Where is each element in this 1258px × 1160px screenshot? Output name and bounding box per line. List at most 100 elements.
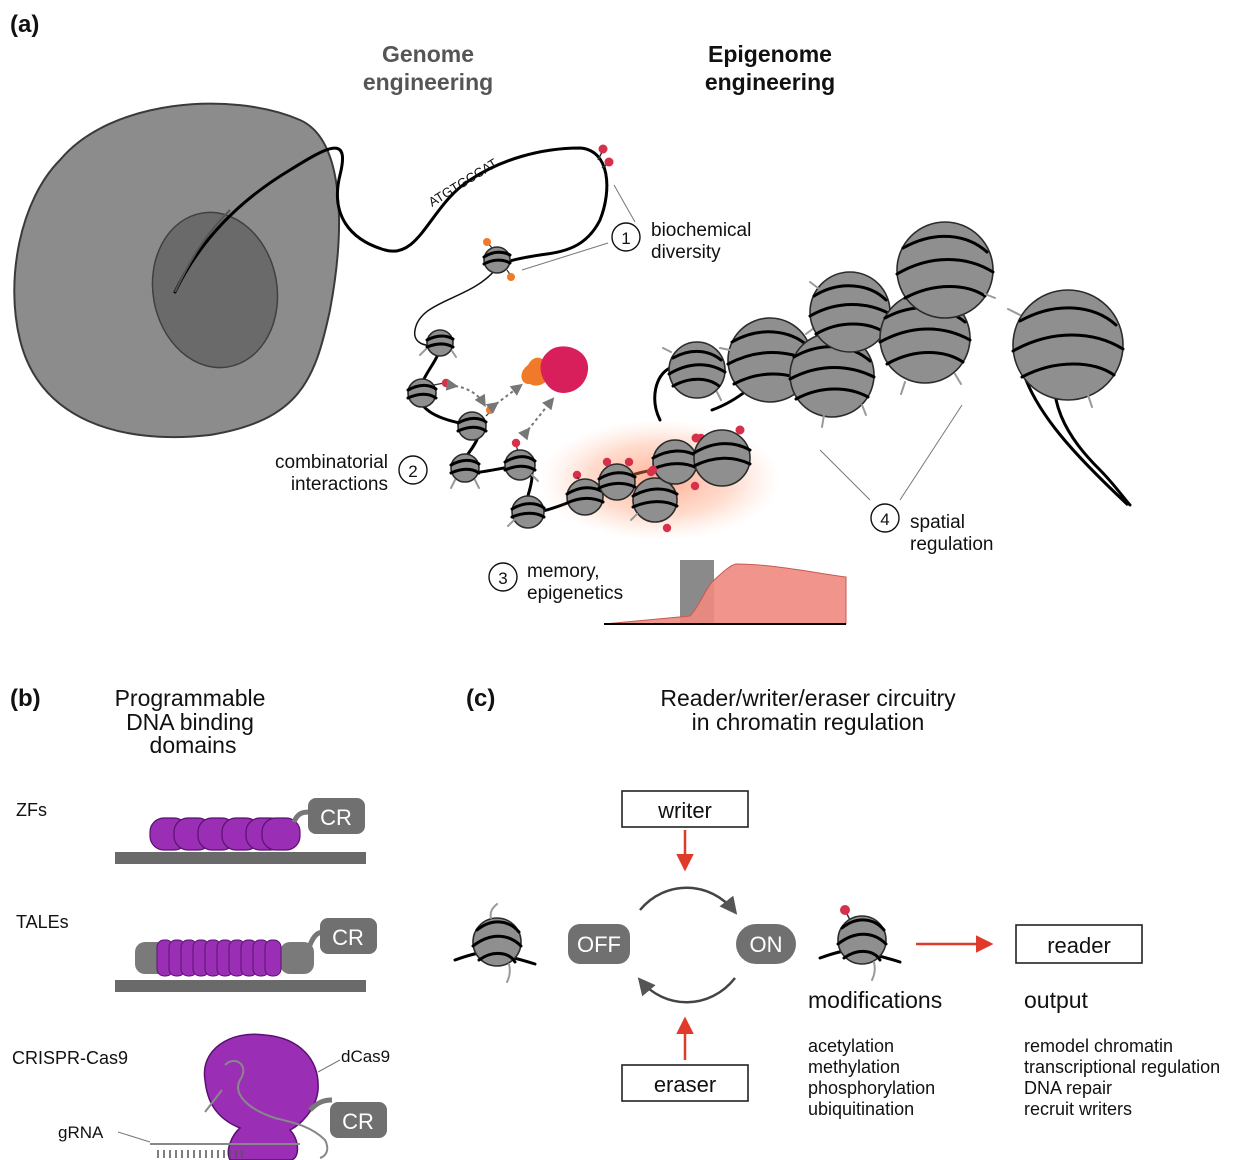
nucleosome-large-6 bbox=[895, 221, 996, 319]
cell-nucleus bbox=[151, 211, 279, 369]
memory-plot bbox=[603, 560, 847, 625]
on-state: ON bbox=[736, 924, 796, 964]
svg-text:3: 3 bbox=[498, 569, 507, 588]
nucleosome-open-2 bbox=[406, 378, 451, 408]
writer-box: writer bbox=[621, 790, 749, 828]
dcas9-label: dCas9 bbox=[341, 1047, 390, 1066]
dcas9-protein bbox=[203, 1033, 329, 1160]
output-header: output bbox=[1024, 987, 1089, 1013]
panel-b: (b) Programmable DNA binding domains ZFs… bbox=[10, 685, 390, 1160]
output-item: recruit writers bbox=[1024, 1099, 1132, 1119]
grna-strand bbox=[150, 1143, 300, 1158]
nucleosome-open-5 bbox=[503, 438, 539, 482]
svg-text:1: 1 bbox=[621, 229, 630, 248]
callout-2-line2: interactions bbox=[291, 474, 388, 495]
interaction-arrow-3 bbox=[518, 397, 555, 441]
cycle-arrow-top bbox=[639, 886, 738, 915]
dcas9-leader bbox=[317, 1059, 341, 1073]
panel-c: (c) Reader/writer/eraser circuitry in ch… bbox=[453, 685, 1220, 1119]
panel-a: (a) Genome engineering Epigenome enginee… bbox=[10, 11, 1132, 625]
panel-c-title-line1: Reader/writer/eraser circuitry bbox=[660, 685, 956, 711]
svg-text:OFF: OFF bbox=[577, 932, 621, 957]
output-item: DNA repair bbox=[1024, 1078, 1112, 1098]
interaction-arrow-2 bbox=[485, 383, 523, 414]
leader-4a bbox=[819, 449, 871, 501]
svg-text:ON: ON bbox=[750, 932, 783, 957]
callout-3-line2: epigenetics bbox=[527, 583, 623, 604]
callout-4-badge: 4 bbox=[870, 503, 900, 533]
genome-title-line1: Genome bbox=[382, 41, 474, 67]
dna-thin-linker bbox=[414, 269, 496, 347]
callout-1-line2: diversity bbox=[651, 242, 721, 263]
nucleosome-large-7 bbox=[1007, 289, 1125, 408]
svg-text:eraser: eraser bbox=[654, 1072, 716, 1097]
epigenome-title-line1: Epigenome bbox=[708, 41, 832, 67]
cycle-arrow-bottom bbox=[637, 977, 736, 1004]
svg-text:CR: CR bbox=[320, 805, 352, 830]
zf-domain bbox=[115, 809, 366, 864]
callout-4-line2: regulation bbox=[910, 534, 993, 555]
modification-item: phosphorylation bbox=[808, 1078, 935, 1098]
nucleosome-large-4 bbox=[808, 271, 892, 353]
nucleosome-open-1 bbox=[419, 329, 457, 358]
nucleosome-compact-2 bbox=[597, 457, 637, 501]
reader-box: reader bbox=[1015, 924, 1143, 964]
callout-3-badge: 3 bbox=[488, 562, 518, 592]
panel-c-title-line2: in chromatin regulation bbox=[692, 709, 925, 735]
epigenome-fiber bbox=[653, 221, 1132, 507]
callout-2-line1: combinatorial bbox=[275, 452, 388, 473]
methyl-marks-top bbox=[597, 144, 614, 169]
callout-1-line1: biochemical bbox=[651, 220, 751, 241]
callout-3-line1: memory, bbox=[527, 561, 599, 582]
grna-label: gRNA bbox=[58, 1123, 104, 1142]
nucleosome-compact-5 bbox=[691, 425, 752, 487]
crispr-cr-tag: CR bbox=[308, 1097, 387, 1138]
eraser-box: eraser bbox=[621, 1064, 749, 1102]
nucleosome-modified bbox=[818, 905, 902, 981]
crispr-label: CRISPR-Cas9 bbox=[12, 1048, 128, 1068]
callout-2-badge: 2 bbox=[398, 455, 428, 485]
modification-item: methylation bbox=[808, 1057, 900, 1077]
nucleosome-compact-3 bbox=[630, 467, 679, 533]
genome-title-line2: engineering bbox=[363, 69, 493, 95]
panel-b-title-line3: domains bbox=[150, 732, 237, 758]
nucleosome-top bbox=[482, 238, 515, 281]
svg-text:writer: writer bbox=[657, 798, 712, 823]
nucleosome-open-3 bbox=[456, 406, 494, 441]
leader-4b bbox=[899, 404, 963, 501]
off-state: OFF bbox=[568, 924, 630, 964]
modification-item: ubiquitination bbox=[808, 1099, 914, 1119]
output-item: remodel chromatin bbox=[1024, 1036, 1173, 1056]
nucleosome-compact-1 bbox=[565, 470, 605, 516]
panel-b-label: (b) bbox=[10, 685, 41, 712]
panel-a-label: (a) bbox=[10, 11, 39, 38]
tales-cr-tag: CR bbox=[320, 918, 377, 954]
grna-leader bbox=[117, 1131, 151, 1143]
svg-text:4: 4 bbox=[880, 510, 889, 529]
tale-domain bbox=[115, 929, 366, 992]
nucleosome-large-3 bbox=[788, 332, 876, 428]
modification-item: acetylation bbox=[808, 1036, 894, 1056]
tales-label: TALEs bbox=[16, 912, 69, 932]
interaction-arrow-1 bbox=[445, 378, 486, 408]
reader-protein-magenta bbox=[540, 346, 589, 393]
output-item: transcriptional regulation bbox=[1024, 1057, 1220, 1077]
nucleosome-open-4 bbox=[449, 453, 481, 489]
memory-response-curve bbox=[603, 563, 847, 625]
zfs-cr-tag: CR bbox=[308, 798, 365, 834]
callout-1-badge: 1 bbox=[611, 222, 641, 252]
callout-4-line1: spatial bbox=[910, 512, 965, 533]
svg-text:2: 2 bbox=[408, 462, 417, 481]
svg-text:CR: CR bbox=[332, 925, 364, 950]
leader-1a bbox=[613, 184, 636, 223]
epigenome-title-line2: engineering bbox=[705, 69, 835, 95]
leader-1b bbox=[521, 242, 609, 271]
dna-strand bbox=[173, 146, 609, 294]
dna-faint-inside bbox=[174, 209, 231, 293]
svg-text:reader: reader bbox=[1047, 933, 1111, 958]
dna-sequence: ATGTGCCAT bbox=[426, 155, 500, 209]
zfs-label: ZFs bbox=[16, 800, 47, 820]
modifications-header: modifications bbox=[808, 987, 942, 1013]
panel-c-label: (c) bbox=[466, 685, 495, 712]
